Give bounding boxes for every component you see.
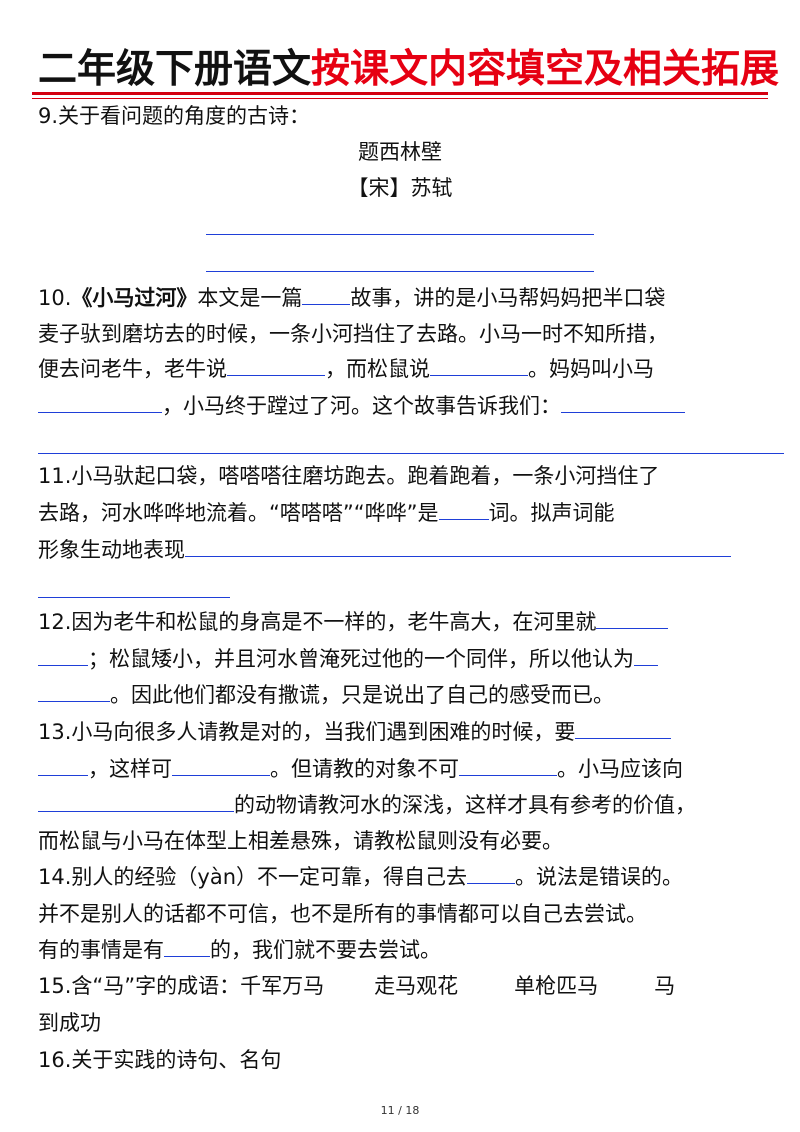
- q13-text: ，这样可: [88, 757, 172, 781]
- q12-text: ；松鼠矮小，并且河水曾淹死过他的一个同伴，所以他认为: [88, 647, 634, 671]
- q11-line-1: 11.小马驮起口袋，嗒嗒嗒往磨坊跑去。跑着跑着，一条小河挡住了: [38, 464, 660, 488]
- q12-text: 12.因为老牛和松鼠的身高是不一样的，老牛高大，在河里就: [38, 610, 597, 634]
- q13-line-2: ，这样可 。但请教的对象不可 。小马应该向: [38, 755, 683, 783]
- q14-text: 14.别人的经验（yàn）不一定可靠，得自己去: [38, 865, 468, 889]
- q10-text: 故事，讲的是小马帮妈妈把半口袋: [350, 286, 666, 310]
- q11-line-2: 去路，河水哗哗地流着。“嗒嗒嗒”“哗哗”是 词。拟声词能: [38, 499, 615, 527]
- q13-blank-animal[interactable]: [38, 810, 234, 812]
- q13-line-4: 而松鼠与小马在体型上相差悬殊，请教松鼠则没有必要。: [38, 829, 563, 853]
- q13-blank-should[interactable]: [575, 737, 672, 739]
- q15-idiom: 15.含“马”字的成语：千军万马: [38, 974, 325, 998]
- q13-blank-can[interactable]: [172, 774, 270, 776]
- q12-line-1: 12.因为老牛和松鼠的身高是不一样的，老牛高大，在河里就: [38, 608, 669, 636]
- page-title: 二年级下册语文按课文内容填空及相关拓展: [38, 38, 779, 94]
- q12-line-2: ；松鼠矮小，并且河水曾淹死过他的一个同伴，所以他认为: [38, 645, 658, 673]
- page-number: 11 / 18: [380, 1104, 420, 1117]
- q12-blank-ox-cont[interactable]: [38, 664, 88, 666]
- q11-blank-word-type[interactable]: [438, 518, 489, 520]
- q14-line-2: 并不是别人的话都不可信，也不是所有的事情都可以自己去尝试。: [38, 902, 647, 926]
- q15-line-1: 15.含“马”字的成语：千军万马 走马观花 单枪匹马 马: [38, 972, 675, 1000]
- q12-blank-ox[interactable]: [596, 627, 669, 629]
- poem-answer-line-2[interactable]: [206, 271, 594, 272]
- q10-text: 本文是一篇: [197, 286, 303, 310]
- q14-text: 的，我们就不要去尝试。: [210, 938, 441, 962]
- q13-line-3: 的动物请教河水的深浅，这样才具有参考的价值，: [38, 791, 696, 819]
- q12-text: 。因此他们都没有撒谎，只是说出了自己的感受而已。: [110, 683, 614, 707]
- q11-text: 去路，河水哗哗地流着。“嗒嗒嗒”“哗哗”是: [38, 501, 439, 525]
- q14-blank-danger[interactable]: [164, 955, 210, 957]
- title-red-part: 按课文内容填空及相关拓展: [311, 46, 780, 92]
- q10-blank-lesson[interactable]: [561, 411, 685, 413]
- q11-blank-expresses[interactable]: [185, 555, 731, 557]
- header-rule-thin: [32, 98, 768, 99]
- q15-idiom: 走马观花: [374, 974, 459, 998]
- q13-blank-cannot[interactable]: [459, 774, 557, 776]
- q10-blank-mother-said[interactable]: [38, 411, 162, 413]
- q14-line-3: 有的事情是有 的，我们就不要去尝试。: [38, 936, 441, 964]
- q10-blank-ox-said[interactable]: [227, 374, 325, 376]
- q13-text: 。但请教的对象不可: [270, 757, 459, 781]
- q11-line-3: 形象生动地表现: [38, 536, 731, 564]
- q15-line-2: 到成功: [38, 1011, 101, 1035]
- q12-blank-squirrel[interactable]: [634, 664, 658, 666]
- q10-blank-squirrel-said[interactable]: [430, 374, 528, 376]
- q10-line-3: 便去问老牛，老牛说 ，而松鼠说 。妈妈叫小马: [38, 355, 654, 383]
- poem-answer-line-1[interactable]: [206, 234, 594, 235]
- q10-number: 10.: [38, 286, 72, 310]
- q13-line-1: 13.小马向很多人请教是对的，当我们遇到困难的时候，要: [38, 718, 672, 746]
- q11-text: 形象生动地表现: [38, 538, 185, 562]
- q13-text: 的动物请教河水的深浅，这样才具有参考的价值，: [234, 793, 696, 817]
- q10-text: 。妈妈叫小马: [528, 357, 654, 381]
- q10-blank-story-type[interactable]: [302, 303, 351, 305]
- q10-text: 便去问老牛，老牛说: [38, 357, 227, 381]
- header-rule-thick: [32, 92, 768, 95]
- q14-text: 。说法是错误的。: [515, 865, 684, 889]
- q10-text: ，而松鼠说: [325, 357, 430, 381]
- q9-intro: 9.关于看问题的角度的古诗：: [38, 104, 311, 128]
- q11-text: 词。拟声词能: [488, 501, 615, 525]
- q14-line-1: 14.别人的经验（yàn）不一定可靠，得自己去 。说法是错误的。: [38, 863, 683, 891]
- q15-idiom: 单枪匹马: [514, 974, 599, 998]
- q10-answer-line[interactable]: [38, 453, 784, 454]
- poem-title: 题西林壁: [358, 140, 442, 164]
- q10-line-2: 麦子驮到磨坊去的时候，一条小河挡住了去路。小马一时不知所措，: [38, 322, 668, 346]
- q13-text: 。小马应该向: [557, 757, 683, 781]
- q10-text: ，小马终于蹚过了河。这个故事告诉我们：: [162, 394, 561, 418]
- poem-author: 【宋】苏轼: [347, 176, 453, 200]
- q14-text: 有的事情是有: [38, 938, 164, 962]
- q16-line-1: 16.关于实践的诗句、名句: [38, 1048, 282, 1072]
- q11-answer-line[interactable]: [38, 597, 230, 598]
- q15-idiom: 马: [654, 974, 676, 998]
- q13-blank-should-cont[interactable]: [38, 774, 88, 776]
- q12-blank-squirrel-cont[interactable]: [38, 700, 110, 702]
- q10-title: 《小马过河》: [71, 286, 198, 310]
- q13-text: 13.小马向很多人请教是对的，当我们遇到困难的时候，要: [38, 720, 576, 744]
- q10-line-1: 10.《小马过河》本文是一篇 故事，讲的是小马帮妈妈把半口袋: [38, 284, 665, 312]
- q10-line-4: ，小马终于蹚过了河。这个故事告诉我们：: [38, 392, 685, 420]
- q12-line-3: 。因此他们都没有撒谎，只是说出了自己的感受而已。: [38, 681, 614, 709]
- title-black-part: 二年级下册语文: [38, 46, 312, 92]
- q14-blank-self[interactable]: [467, 882, 516, 884]
